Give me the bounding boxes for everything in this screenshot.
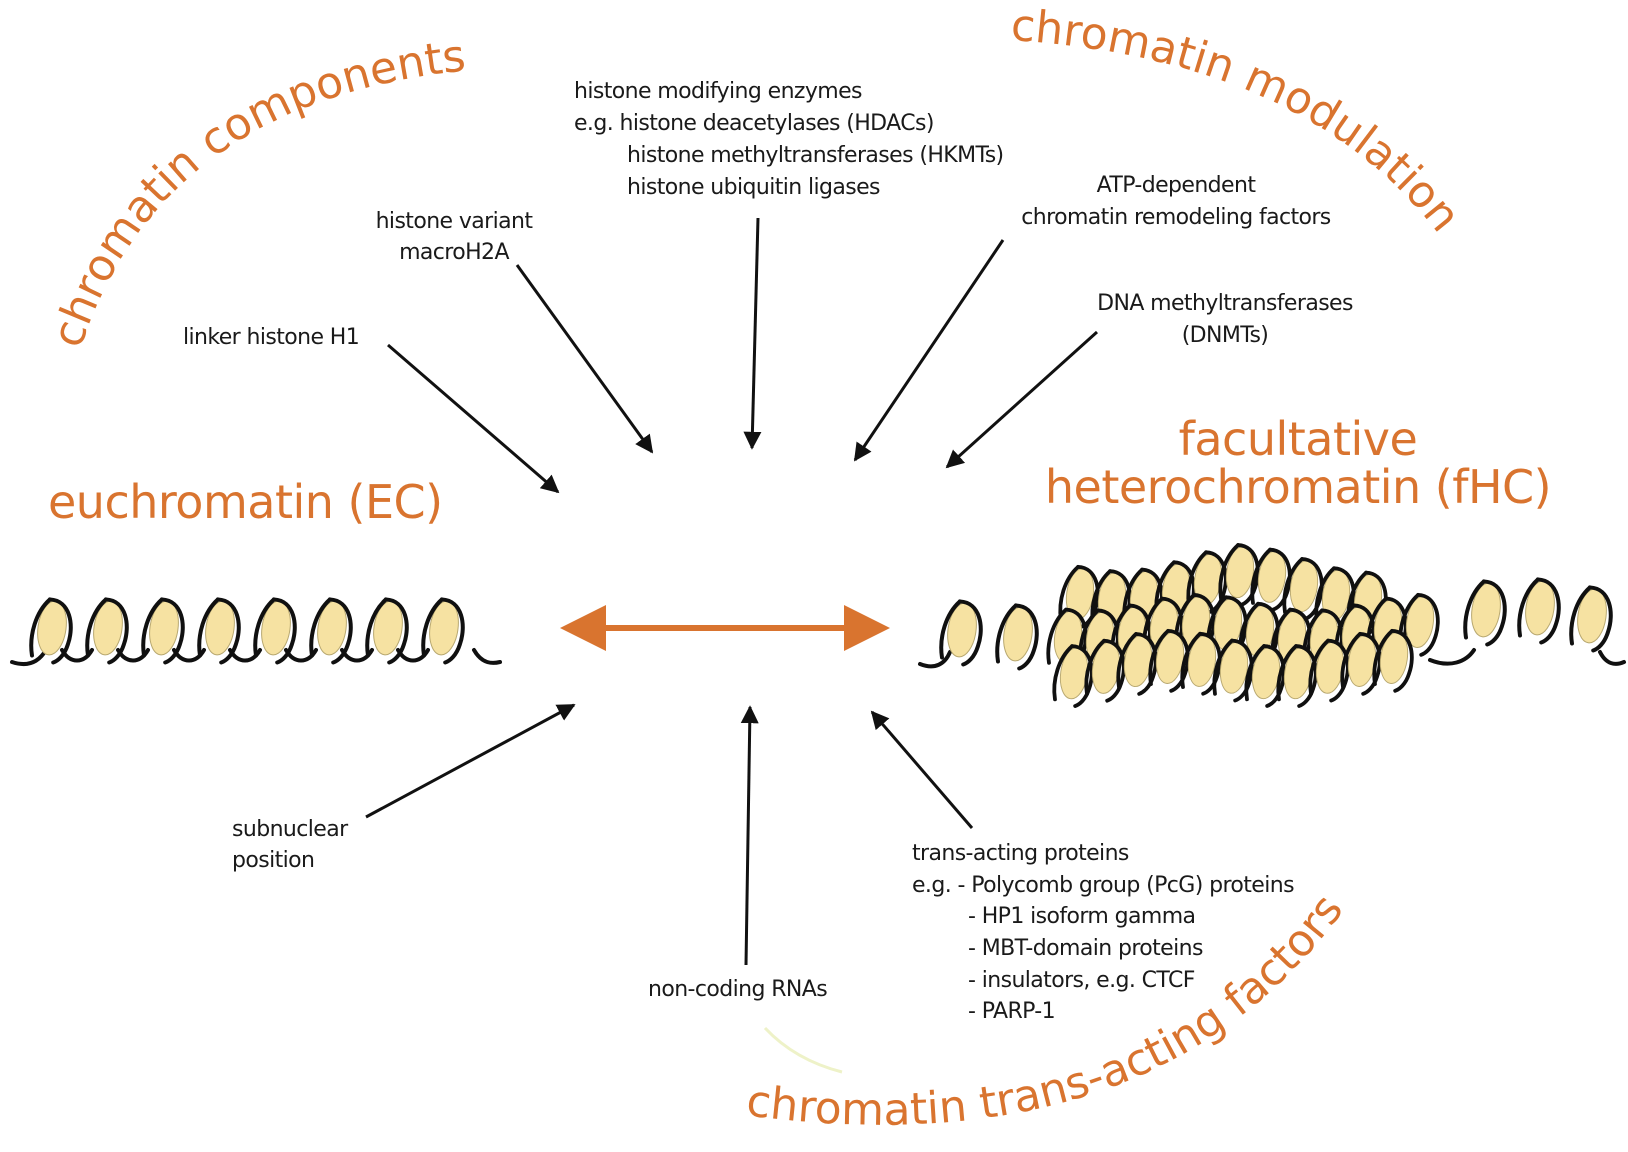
nucleosome — [995, 604, 1041, 671]
arrow-variant — [517, 265, 652, 452]
facultative-heading-line1: facultative — [1179, 412, 1418, 466]
nucleosome — [29, 598, 75, 665]
svg-text:histone variant: histone variant — [376, 209, 534, 234]
arrow-linker — [388, 345, 558, 492]
hc-linker-dna — [1430, 650, 1474, 664]
svg-text:subnuclear: subnuclear — [232, 817, 349, 842]
arrow-atp — [855, 240, 1003, 460]
svg-text:position: position — [232, 848, 314, 873]
hc-dna-left — [920, 652, 950, 666]
nucleosome — [1517, 578, 1563, 645]
histone-modifying-label: histone modifying enzymes e.g. histone d… — [574, 79, 1004, 200]
svg-text:histone ubiquitin ligases: histone ubiquitin ligases — [627, 175, 880, 200]
svg-text:- HP1 isoform gamma: - HP1 isoform gamma — [968, 904, 1195, 929]
svg-text:- PARP-1: - PARP-1 — [968, 999, 1055, 1024]
svg-text:e.g. histone deacetylases (HDA: e.g. histone deacetylases (HDACs) — [574, 111, 934, 136]
arrow-trans — [872, 712, 972, 828]
svg-text:histone modifying enzymes: histone modifying enzymes — [574, 79, 862, 104]
svg-text:chromatin remodeling factors: chromatin remodeling factors — [1021, 205, 1331, 230]
svg-text:trans-acting proteins: trans-acting proteins — [912, 841, 1129, 866]
nucleosome — [1463, 580, 1509, 647]
arc-title-components: chromatin components — [42, 30, 468, 353]
svg-text:e.g. - Polycomb group (PcG) pr: e.g. - Polycomb group (PcG) proteins — [912, 873, 1294, 898]
nucleosome — [1569, 586, 1615, 653]
svg-text:- insulators, e.g. CTCF: - insulators, e.g. CTCF — [968, 968, 1195, 993]
facultative-heading-line2: heterochromatin (fHC) — [1045, 460, 1551, 514]
faint-swoosh — [765, 1028, 842, 1072]
arrow-ncrna — [746, 707, 750, 965]
dnmt-label: DNA methyltransferases (DNMTs) — [1097, 291, 1353, 348]
arrow-subnuclear — [366, 705, 574, 817]
svg-text:ATP-dependent: ATP-dependent — [1097, 173, 1257, 198]
arrow-dnmt — [947, 332, 1097, 467]
svg-text:- MBT-domain proteins: - MBT-domain proteins — [968, 936, 1203, 961]
svg-text:histone methyltransferases (HK: histone methyltransferases (HKMTs) — [627, 143, 1004, 168]
euchromatin-fiber — [12, 598, 500, 665]
svg-text:macroH2A: macroH2A — [399, 240, 509, 265]
ncrna-label: non-coding RNAs — [648, 977, 827, 1002]
subnuclear-label: subnuclear position — [232, 817, 349, 873]
linker-histone-label: linker histone H1 — [183, 325, 359, 350]
svg-text:DNA methyltransferases: DNA methyltransferases — [1097, 291, 1353, 316]
euchromatin-heading: euchromatin (EC) — [48, 475, 443, 529]
arrow-modifying — [752, 218, 758, 448]
atp-dependent-label: ATP-dependent chromatin remodeling facto… — [1021, 173, 1331, 230]
hc-dna-right — [1600, 652, 1624, 664]
histone-variant-label: histone variant macroH2A — [376, 209, 534, 265]
transition-arrow — [560, 605, 890, 651]
svg-text:(DNMTs): (DNMTs) — [1182, 323, 1269, 348]
heterochromatin-fiber — [920, 543, 1624, 708]
